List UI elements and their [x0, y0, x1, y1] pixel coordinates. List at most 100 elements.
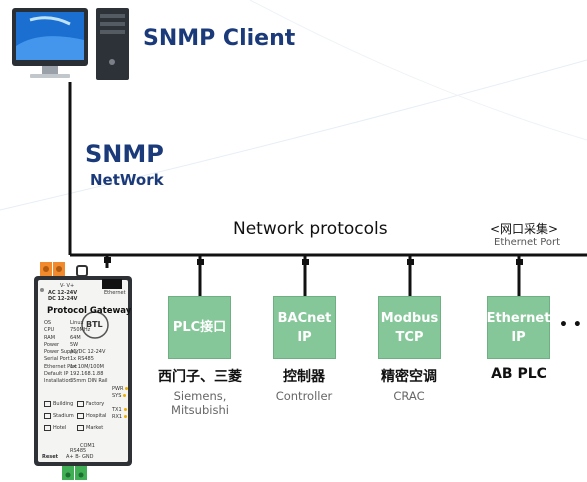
device-labels-modbus: 精密空调 CRAC: [359, 366, 459, 403]
snmp-title: SNMP: [85, 140, 164, 168]
gateway-app-item: Factory: [77, 401, 110, 407]
gateway-spec-value: 5W: [70, 341, 79, 348]
device-sublabel: Mitsubishi: [171, 403, 229, 417]
gateway-spec-key: Installation: [44, 378, 72, 385]
device-labels-bacnet: 控制器 Controller: [254, 366, 354, 403]
led-indicator-icon: [125, 387, 129, 390]
device-box-text: TCP: [395, 329, 424, 345]
bus-connector: [516, 259, 523, 265]
gateway-app-label: Hospital: [86, 413, 107, 419]
gateway-app-item: Market: [77, 425, 110, 431]
gateway-app-item: Stadium: [44, 413, 77, 419]
gateway-spec-row: OS Linux: [44, 320, 104, 327]
ethernet-port-en-label: Ethernet Port: [494, 237, 561, 248]
gateway-spec-value: Linux: [70, 320, 84, 326]
gateway-spec-key: OS: [44, 320, 52, 326]
gateway-spec-key: CPU: [44, 327, 55, 334]
device-box-plc: PLC接口: [168, 296, 231, 359]
gateway-led-label: RX1: [112, 414, 123, 420]
gateway-app-label: Factory: [86, 401, 105, 407]
factory-icon: [77, 401, 84, 407]
device-box-modbus: Modbus TCP: [378, 296, 441, 359]
gateway-led: PWR: [112, 386, 129, 393]
gateway-spec-key: Ethernet Port: [44, 363, 78, 370]
device-box-bacnet: BACnet IP: [273, 296, 336, 359]
gateway-app-item: Hospital: [77, 413, 110, 419]
ethernet-port-cn-label: <网口采集>: [490, 222, 559, 236]
gateway-spec-value: 192.168.1.88: [70, 371, 104, 378]
gateway-ethernet-label: Ethernet: [104, 290, 126, 296]
gateway-pin-labels: A+ B- GND: [66, 454, 94, 460]
gateway-spec-row: CPU 750MHz: [44, 327, 104, 334]
gateway-led: SYS: [112, 393, 128, 407]
gateway-spec-key: Default IP: [44, 371, 69, 378]
gateway-spec-key: Power Supply: [44, 349, 78, 356]
gateway-power-rating-1: AC 12-24V: [48, 290, 78, 296]
gateway-title: Protocol Gateway: [47, 306, 132, 316]
gateway-reset-label: Reset: [42, 454, 58, 460]
bus-connector: [104, 257, 111, 263]
snmp-client-label: SNMP Client: [143, 26, 296, 51]
device-labels-plc: 西门子、三菱 Siemens, Mitsubishi: [140, 366, 260, 417]
gateway-app-label: Market: [86, 425, 104, 431]
device-box-text: Modbus: [380, 310, 439, 326]
device-box-ethernet-ip: Ethernet IP: [487, 296, 550, 359]
gateway-app-item: Building: [44, 401, 77, 407]
gateway-power-rating-2: DC 12-24V: [48, 296, 78, 302]
gateway-led-label: TX1: [112, 407, 122, 413]
building-icon: [44, 401, 51, 407]
background-arc: [249, 0, 587, 141]
btl-badge: BTL: [86, 320, 103, 329]
gateway-power-terminal-label: V- V+: [60, 283, 75, 289]
market-icon: [77, 425, 84, 431]
device-label: 西门子、三菱: [158, 369, 242, 385]
gateway-app-label: Building: [53, 401, 74, 407]
led-indicator-icon: [123, 408, 127, 411]
network-protocols-label: Network protocols: [233, 219, 388, 239]
device-box-text: BACnet: [277, 310, 332, 326]
device-labels-ab-plc: AB PLC: [469, 366, 569, 382]
gateway-spec-row: Power 5W: [44, 342, 104, 349]
gateway-app-item: Hotel: [44, 425, 77, 431]
device-box-text: Ethernet: [486, 310, 551, 326]
device-box-text: IP: [511, 329, 526, 345]
gateway-spec-row: RAM 64M: [44, 335, 104, 342]
gateway-com-label: COM1: [80, 443, 95, 449]
device-sublabel: Controller: [275, 389, 333, 403]
gateway-app-label: Hotel: [53, 425, 67, 431]
gateway-spec-key: Serial Port: [44, 356, 70, 363]
background-arc: [0, 59, 587, 211]
bus-connector: [302, 259, 309, 265]
gateway-spec-value: 750MHz: [70, 327, 91, 334]
device-sublabel: Siemens,: [173, 389, 227, 403]
led-indicator-icon: [123, 394, 127, 397]
snmp-subtitle: NetWork: [90, 171, 164, 189]
gateway-spec-key: RAM: [44, 334, 56, 341]
stadium-icon: [44, 413, 51, 419]
more-devices-indicator: • • •: [559, 317, 587, 333]
gateway-app-label: Stadium: [53, 413, 74, 419]
device-label: 精密空调: [381, 369, 437, 385]
hospital-icon: [77, 413, 84, 419]
gateway-device: [34, 262, 132, 480]
device-box-text: PLC接口: [172, 320, 227, 335]
gateway-spec-key: Power: [44, 341, 60, 348]
led-indicator-icon: [124, 415, 128, 418]
gateway-rs485-label: RS485: [70, 448, 87, 454]
gateway-spec-value: 35mm DIN Rail: [70, 378, 108, 385]
gateway-spec-value: 64M: [70, 334, 81, 341]
device-label: 控制器: [283, 369, 325, 385]
gateway-spec-value: 1x 10M/100M: [70, 363, 104, 370]
bus-connector: [197, 259, 204, 265]
bus-connector: [407, 259, 414, 265]
computer-icon: [12, 8, 129, 80]
